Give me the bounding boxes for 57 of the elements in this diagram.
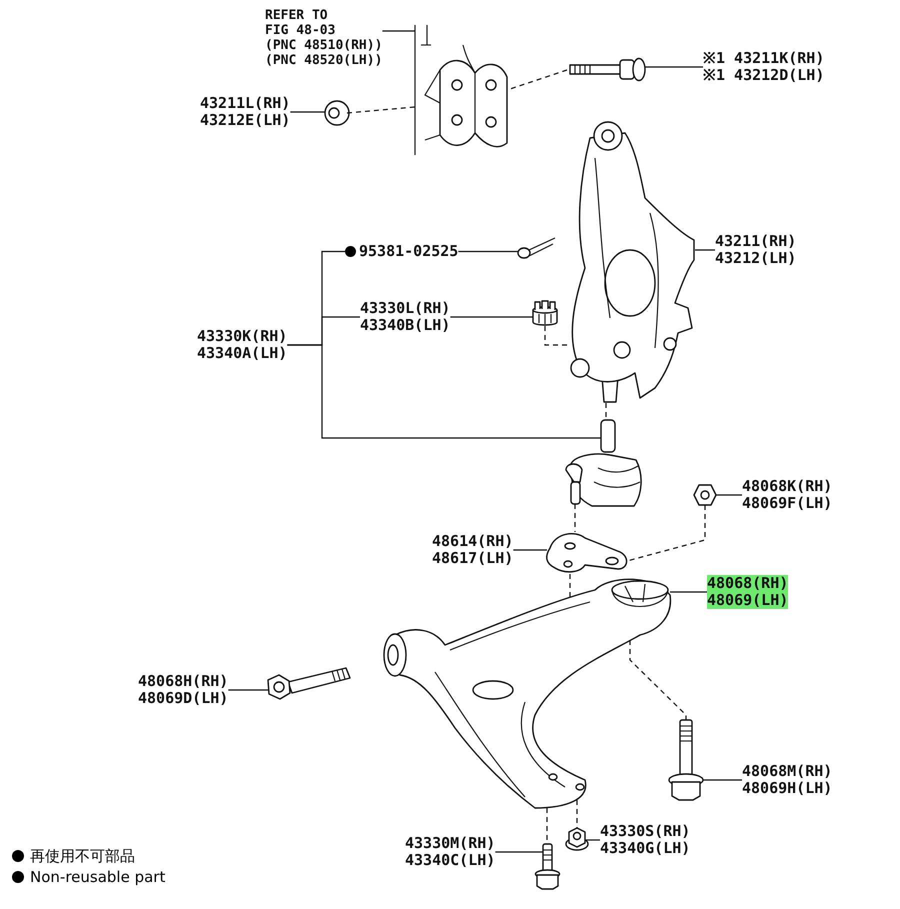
dashed-line — [346, 106, 416, 114]
part-number: 48069F(LH) — [742, 495, 832, 512]
reference-note: (PNC 48520(LH)) — [265, 53, 382, 68]
leader-line — [495, 851, 543, 853]
dashed-line — [546, 808, 548, 842]
dashed-line — [544, 326, 568, 346]
part-number: 43340C(LH) — [405, 852, 496, 869]
leader-line — [703, 779, 742, 781]
part-number: 43330L(RH) — [360, 300, 450, 317]
leader-line — [450, 316, 533, 318]
part-number: 48617(LH) — [432, 550, 514, 567]
part-number: ※1 43212D(LH) — [703, 67, 824, 84]
leader-line — [645, 66, 703, 68]
dashed-line — [576, 800, 578, 828]
part-number: 43212(LH) — [715, 250, 796, 267]
bolt-drawing — [532, 842, 562, 892]
part-number: 48069D(LH) — [138, 690, 228, 707]
dashed-line — [574, 504, 576, 532]
part-number: 43340A(LH) — [197, 345, 288, 362]
leader-line — [290, 111, 325, 113]
legend-text: 再使用不可部品 — [30, 847, 135, 865]
nut-drawing — [693, 483, 717, 507]
part-number: 43211(RH) — [715, 233, 796, 250]
leader-line — [670, 591, 707, 593]
reference-note: (PNC 48510(RH)) — [265, 38, 382, 53]
part-number: 43330M(RH) — [405, 835, 496, 852]
highlighted-part-number: 48068(RH) — [707, 575, 788, 592]
part-number: 43211L(RH) — [200, 95, 290, 112]
part-number: 48614(RH) — [432, 533, 514, 550]
dashed-line — [629, 640, 687, 720]
reference-note: REFER TO FIG 48-03 — [265, 8, 336, 38]
bushing-drawing — [322, 98, 352, 128]
part-number: 48068M(RH) — [742, 763, 832, 780]
highlighted-part-number: 48069(LH) — [707, 592, 788, 609]
part-number: 43340G(LH) — [600, 840, 690, 857]
part-number: 43330S(RH) — [600, 823, 690, 840]
leader-line — [228, 689, 269, 691]
leader-line — [513, 549, 547, 551]
part-number: 43330K(RH) — [197, 328, 288, 345]
part-number: 48068K(RH) — [742, 478, 832, 495]
leader-line — [716, 494, 742, 496]
leader-line — [695, 249, 715, 251]
dashed-line — [569, 574, 571, 597]
nut-drawing — [530, 298, 560, 326]
leader-line — [458, 250, 518, 252]
part-number: 95381-02525 — [359, 242, 458, 260]
part-number: 43212E(LH) — [200, 112, 290, 129]
part-number: 43340B(LH) — [360, 317, 450, 334]
dashed-line — [626, 505, 706, 562]
leader-line — [382, 30, 415, 32]
dashed-line — [605, 403, 607, 420]
part-number: 48069H(LH) — [742, 780, 832, 797]
legend-text: Non-reusable part — [30, 868, 166, 886]
part-number: 48068H(RH) — [138, 673, 228, 690]
leader-line — [287, 344, 601, 439]
leader-line — [586, 839, 600, 841]
part-number: ※1 43211K(RH) — [703, 50, 824, 67]
